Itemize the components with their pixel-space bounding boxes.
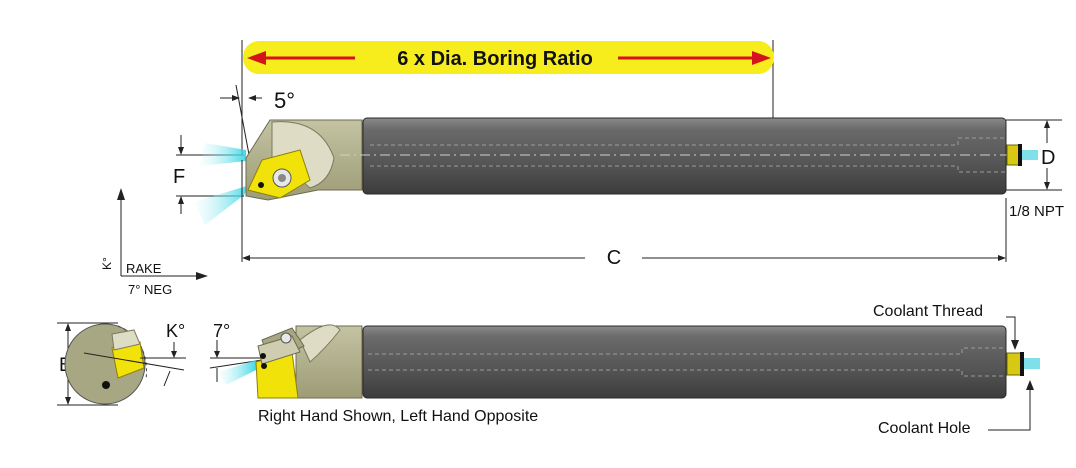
bottom-tool-shank [362, 325, 1007, 399]
axis-right-arrow [196, 272, 208, 280]
npt-label: 1/8 NPT [1009, 203, 1064, 220]
c-dimension: C [241, 160, 1007, 269]
d-label: D [1041, 147, 1055, 169]
axis-up-arrow [117, 188, 125, 200]
angle-7-dimension: 7° [209, 321, 263, 382]
bottom-tool-head [255, 324, 363, 399]
banner-left-arrow [247, 51, 355, 65]
rake-axes: K° RAKE 7° NEG [100, 188, 208, 297]
coolant-thread-label: Coolant Thread [873, 303, 983, 320]
angle-5-label: 5° [274, 88, 295, 113]
rake-label: RAKE [126, 261, 162, 276]
coolant-thread-callout: Coolant Thread [873, 303, 1019, 350]
angle-7-label: 7° [213, 321, 230, 341]
tool-head [245, 119, 363, 201]
coolant-spray-lower [194, 185, 250, 225]
coolant-hole-label: Coolant Hole [878, 420, 971, 437]
coolant-hole-callout: Coolant Hole [878, 380, 1034, 437]
axis-k-label: K° [100, 257, 114, 270]
f-label: F [173, 166, 185, 188]
c-label: C [607, 247, 621, 269]
banner-title: 6 x Dia. Boring Ratio [397, 48, 593, 70]
tool-shank [340, 117, 1040, 195]
bottom-view: 7° Coolant Thread [209, 303, 1040, 437]
neg-label: 7° NEG [128, 282, 172, 297]
banner-background [243, 41, 774, 74]
d-dimension: D [1006, 119, 1062, 191]
bottom-coolant-fitting [1006, 352, 1040, 376]
bottom-coolant-spray [218, 360, 256, 385]
side-view: 5° F [173, 84, 1064, 269]
hand-caption: Right Hand Shown, Left Hand Opposite [258, 408, 538, 425]
coolant-fitting [1006, 144, 1038, 166]
boring-ratio-banner: 6 x Dia. Boring Ratio [241, 40, 774, 155]
banner-right-arrow [618, 51, 771, 65]
end-view: B K° [57, 321, 186, 406]
end-k-label: K° [166, 321, 185, 341]
angle-5-dimension: 5° [220, 84, 295, 161]
coolant-spray-upper [200, 143, 246, 166]
